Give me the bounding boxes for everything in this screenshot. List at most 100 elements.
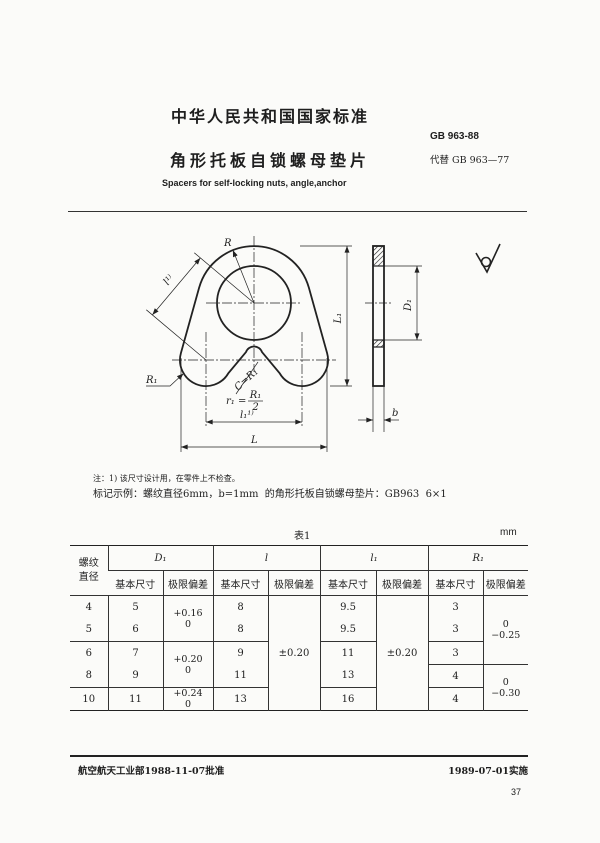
effective-date: 1989-07-01实施 [448, 766, 528, 777]
table-caption: 表1 [294, 531, 311, 542]
cell-r1: 4 [427, 687, 484, 711]
header-l: l [212, 545, 321, 571]
cell-d1: 11 [107, 687, 163, 711]
l-extension-2 [146, 309, 207, 361]
label-l: l¹⁾ [162, 273, 177, 288]
label-r1-denominator: 2 [251, 402, 258, 413]
cell-l: 8 [212, 618, 268, 642]
table-unit: mm [500, 527, 517, 538]
cell-d1: 6 [107, 618, 163, 642]
header-l1-basic: 基本尺寸 [319, 570, 377, 596]
marking-example: 标记示例：螺纹直径6mm，b=1mm 的角形托板自锁螺母垫片：GB963 6×1 [93, 489, 447, 500]
tolerance-lower: −0.25 [491, 630, 521, 641]
english-title: Spacers for self-locking nuts, angle,anc… [162, 178, 347, 188]
cell-l1: 9.5 [319, 595, 377, 619]
cell-l1: 16 [319, 687, 377, 711]
label-r1: r₁ = [226, 396, 246, 407]
table-row: 4 5 +0.16 0 8 ±0.20 9.5 ±0.20 3 0 −0.25 [70, 595, 529, 711]
label-R: R [223, 238, 232, 249]
dimensions-table: 螺纹 直径 D₁ l l₁ R₁ 基本尺寸 极限偏差 基本尺寸 极限偏差 基本尺… [70, 545, 529, 711]
cell-l: 13 [212, 687, 268, 711]
cell-size: 4 [85, 601, 92, 613]
replaces-standard: 代替 GB 963—77 [430, 155, 510, 166]
l-dimension-line [152, 257, 201, 316]
cell-l1: 9.5 [319, 618, 377, 642]
label-b: b [392, 408, 398, 419]
cell-l-tolerance: ±0.20 [267, 595, 321, 711]
header-l1-tolerance: 极限偏差 [375, 570, 429, 596]
tolerance-upper: 0 [502, 676, 509, 688]
standard-category-title: 中华人民共和国国家标准 [170, 107, 369, 126]
document-title: 角形托板自锁螺母垫片 [169, 151, 370, 170]
header-R1-basic: 基本尺寸 [427, 570, 484, 596]
table-row: 5 6 8 9.5 3 [70, 618, 528, 642]
tolerance-upper: +0.16 [173, 607, 203, 619]
table-row: 8 9 11 13 4 0 −0.30 [70, 664, 529, 711]
tolerance-upper: 0 [502, 619, 509, 630]
dimension-lines [146, 245, 352, 452]
cell-d1-tolerance: +0.24 0 [162, 687, 213, 711]
C-leader [235, 361, 259, 395]
cell-l1-tolerance: ±0.20 [375, 595, 429, 711]
tolerance-upper: +0.20 [173, 653, 203, 665]
radius-leader [232, 249, 255, 304]
cell-r1: 3 [427, 595, 484, 619]
label-L: L [250, 435, 258, 446]
cell-size: 8 [85, 670, 92, 682]
page-number: 37 [511, 787, 522, 797]
l-extension-1 [194, 252, 255, 304]
header-D1: D₁ [107, 545, 213, 571]
header-thread-size-line1: 螺纹 [78, 557, 99, 569]
cell-l1: 11 [319, 641, 377, 665]
header-l1: l₁ [319, 545, 429, 571]
header-R1-tolerance: 极限偏差 [482, 570, 529, 596]
cell-d1: 7 [107, 641, 163, 665]
approval-statement: 航空航天工业部1988-11-07批准 [78, 766, 225, 777]
section-hatch-bottom [372, 339, 385, 348]
label-R1: R₁ [145, 375, 158, 386]
cell-l: 11 [212, 664, 268, 688]
label-D1: D₁ [403, 299, 414, 312]
cell-r1-tolerance: 0 −0.25 [482, 595, 529, 665]
cell-d1-tolerance: +0.20 0 [162, 641, 213, 688]
header-l-tolerance: 极限偏差 [267, 570, 321, 596]
label-r1-numerator: R₁ [249, 390, 262, 401]
R1-leader [146, 373, 184, 387]
front-view: R l¹⁾ L₁ R₁ C=R₁ r₁ = R₁ 2 l₁¹⁾ L [145, 236, 352, 452]
cell-size: 6 [70, 641, 108, 665]
header-thread-size-line2: 直径 [78, 571, 99, 583]
header-thread-size: 螺纹 直径 [70, 545, 108, 596]
drawing-note: 注：1) 该尺寸设计用，在零件上不检查。 [93, 474, 240, 483]
tolerance-lower: 0 [184, 699, 192, 710]
tolerance-upper: +0.24 [173, 688, 203, 699]
tolerance-lower: −0.30 [491, 687, 521, 699]
header-l-basic: 基本尺寸 [212, 570, 268, 596]
footer-divider [70, 755, 528, 757]
cell-r1: 4 [427, 664, 484, 688]
cell-d1-tolerance: +0.16 0 [162, 595, 213, 642]
cell-d1: 5 [107, 595, 163, 619]
standard-number: GB 963-88 [430, 131, 479, 142]
section-hatch-top [372, 245, 385, 267]
cell-r1-tolerance: 0 −0.30 [482, 664, 529, 711]
tolerance-lower: 0 [184, 664, 192, 676]
cell-r1: 3 [427, 641, 484, 665]
header-D1-basic: 基本尺寸 [108, 570, 163, 596]
header-D1-tolerance: 极限偏差 [162, 570, 213, 596]
technical-drawing: R l¹⁾ L₁ R₁ C=R₁ r₁ = R₁ 2 l₁¹⁾ L D₁ b [145, 236, 501, 452]
side-dimension-lines [358, 265, 422, 432]
tolerance-lower: 0 [184, 618, 192, 630]
side-view: D₁ b [358, 245, 422, 432]
cell-size: 5 [85, 624, 92, 636]
table-row: 10 11 +0.24 0 13 16 4 [70, 687, 528, 711]
table-row: 6 7 +0.20 0 9 11 3 [70, 641, 528, 688]
front-view-labels: R l¹⁾ L₁ R₁ C=R₁ r₁ = R₁ 2 l₁¹⁾ L [145, 238, 344, 446]
header-R1: R₁ [427, 545, 529, 571]
cell-d1: 9 [107, 664, 163, 688]
cell-l1: 13 [319, 664, 377, 688]
surface-roughness-icon [475, 243, 501, 274]
label-l1: l₁¹⁾ [240, 410, 254, 421]
cell-l: 9 [212, 641, 268, 665]
cell-l: 8 [212, 595, 268, 619]
side-plate-outline [372, 245, 385, 387]
